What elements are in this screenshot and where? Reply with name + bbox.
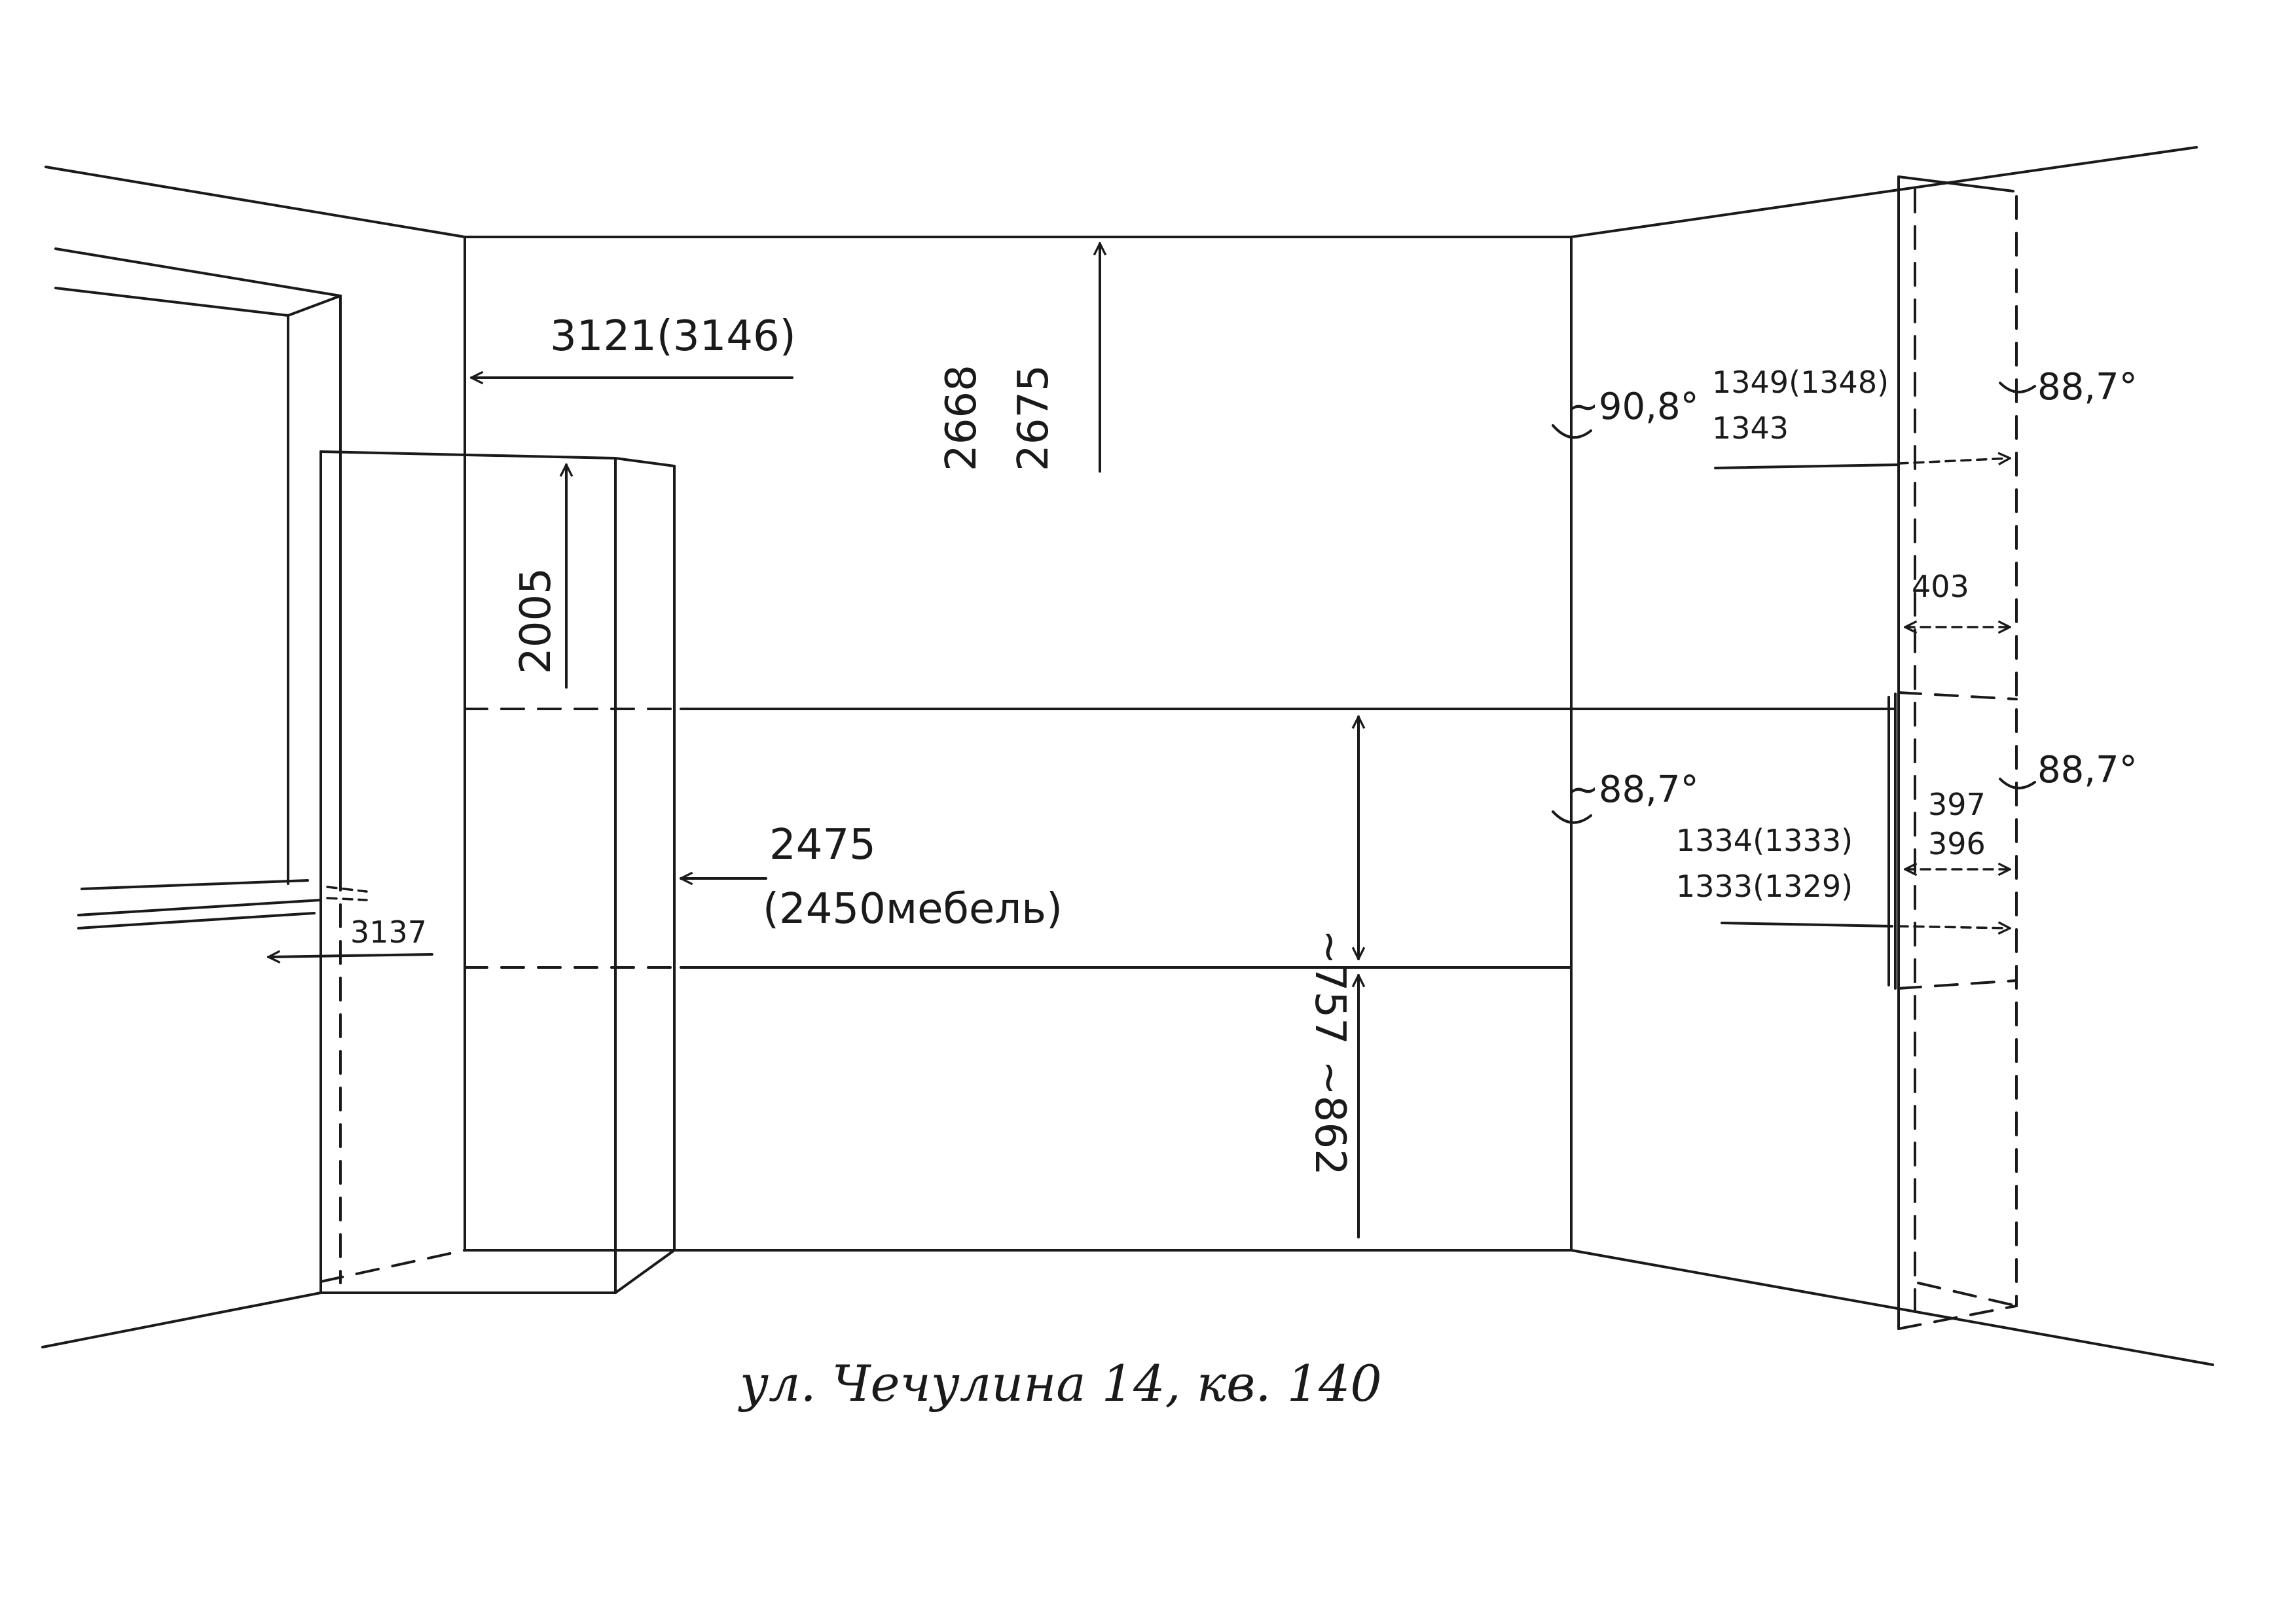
label-angle-887-low: 88,7° [2037,749,2138,791]
label-1334: 1334(1333) [1676,823,1853,858]
label-1349: 1349(1348) [1712,365,1889,400]
room-walls [41,146,2214,1366]
label-2668: 2668 [938,365,986,471]
label-3121: 3121(3146) [550,312,796,361]
label-397: 397 [1928,787,1986,822]
label-1333: 1333(1329) [1676,869,1853,904]
label-2675: 2675 [1010,365,1058,471]
label-1343: 1343 [1712,410,1789,446]
label-3137: 3137 [350,914,427,950]
address-caption: ул. Чечулина 14, кв. 140 [738,1354,1382,1413]
label-2450: (2450мебель) [763,885,1063,933]
label-2475: 2475 [769,821,876,869]
label-angle-887-mid: ~88,7° [1568,768,1699,811]
label-396: 396 [1928,826,1986,861]
tall-cabinet [319,450,676,1294]
label-2005: 2005 [512,568,560,674]
right-pillar [1887,175,2018,1330]
label-angle-908: ~90,8° [1568,386,1699,428]
label-angle-887-top: 88,7° [2037,366,2138,408]
dimension-arrows [268,244,2036,1238]
dimension-labels: 3121(3146) 2668 2675 2005 2475 (2450мебе… [350,312,2138,1176]
label-403: 403 [1912,569,1969,604]
label-757: ~757 [1305,929,1354,1045]
label-862: ~862 [1305,1060,1354,1176]
